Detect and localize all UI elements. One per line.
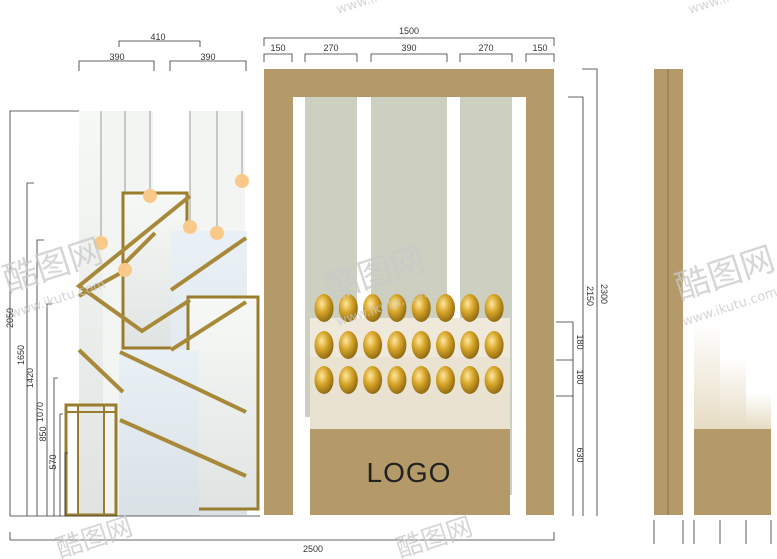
center-frame-right-post	[526, 69, 554, 515]
golden-egg	[314, 294, 334, 322]
watermark-url: www.ikutu.com	[335, 0, 434, 18]
center-logo-base	[310, 429, 510, 515]
dim-left-top-a: 390	[109, 52, 124, 62]
dim-right-h-inner: 2150	[585, 286, 595, 306]
side-view-step	[746, 393, 771, 429]
dim-center-top-5: 150	[532, 43, 547, 53]
watermark-brand: 酷图网	[393, 512, 476, 559]
dim-center-top-3: 390	[401, 43, 416, 53]
dim-center-top-1: 150	[270, 43, 285, 53]
dim-center-top-overall: 1500	[399, 26, 419, 36]
dim-left-h5: 850	[38, 426, 48, 441]
golden-eggs	[314, 294, 504, 394]
dim-right-h-base: 630	[575, 447, 585, 462]
golden-egg	[387, 366, 407, 394]
dim-left-h1: 2050	[5, 308, 15, 328]
bulb-icon	[183, 220, 197, 234]
side-view-step	[694, 323, 720, 429]
center-dimension-labels: 1500 150 270 390 270 150 2300 2150 180 1…	[270, 26, 609, 463]
golden-egg	[314, 366, 334, 394]
side-view-base	[694, 429, 771, 515]
golden-egg	[460, 294, 480, 322]
left-wall-group	[64, 111, 260, 517]
golden-egg	[363, 366, 383, 394]
bottom-dimension	[9, 532, 555, 541]
bulb-icon	[143, 189, 157, 203]
dim-right-h-shelf2: 180	[575, 369, 585, 384]
center-display-group: LOGO	[264, 69, 554, 515]
dim-right-h-shelf1: 180	[575, 334, 585, 349]
side-view-dim-ticks	[653, 520, 772, 544]
dim-center-top-2: 270	[323, 43, 338, 53]
golden-egg	[484, 366, 504, 394]
bulb-icon	[94, 236, 108, 250]
dim-left-h2: 1650	[16, 345, 26, 365]
dim-bottom-overall: 2500	[303, 544, 323, 554]
golden-egg	[484, 294, 504, 322]
dim-center-top-4: 270	[478, 43, 493, 53]
golden-egg	[411, 331, 431, 359]
golden-egg	[436, 366, 455, 394]
golden-egg	[411, 366, 431, 394]
dim-left-h4: 1070	[35, 402, 45, 422]
golden-egg	[363, 331, 383, 359]
diagonal-gold-stripes	[75, 194, 248, 478]
golden-egg	[363, 294, 383, 322]
golden-egg	[484, 331, 504, 359]
golden-egg	[387, 331, 407, 359]
center-frame-top	[264, 69, 554, 97]
golden-egg	[436, 331, 455, 359]
left-front-panel	[119, 350, 199, 516]
dim-left-top-overall: 410	[150, 32, 165, 42]
watermark-brand: 酷图网	[53, 512, 136, 559]
golden-egg	[411, 294, 431, 322]
golden-egg	[338, 331, 358, 359]
side-view-step	[720, 358, 746, 429]
pendant-bulbs	[94, 174, 249, 277]
dim-left-top-b: 390	[200, 52, 215, 62]
center-frame-left-post	[264, 69, 293, 515]
left-dimension-lines	[9, 40, 260, 517]
golden-egg	[338, 366, 358, 394]
side-view-group	[653, 69, 772, 544]
left-dimension-labels: 410 390 390 2050 1650 1420 1070 850 570	[5, 32, 216, 470]
bulb-icon	[210, 226, 224, 240]
golden-egg	[387, 294, 407, 322]
bulb-icon	[118, 263, 132, 277]
left-small-stand	[64, 403, 118, 517]
dim-left-h3: 1420	[25, 368, 35, 388]
center-logo-text: LOGO	[367, 457, 452, 488]
golden-egg	[314, 331, 334, 359]
golden-egg	[338, 294, 358, 322]
golden-egg	[460, 331, 480, 359]
center-dimension-lines	[263, 37, 598, 516]
center-shelf-tier	[310, 393, 510, 429]
bulb-icon	[235, 174, 249, 188]
watermark-url: www.ikutu.com	[687, 0, 777, 18]
golden-egg	[460, 366, 480, 394]
dim-left-h6: 570	[48, 454, 58, 469]
left-back-panel	[79, 111, 103, 516]
golden-egg	[436, 294, 455, 322]
dim-right-h-overall: 2300	[599, 284, 609, 304]
